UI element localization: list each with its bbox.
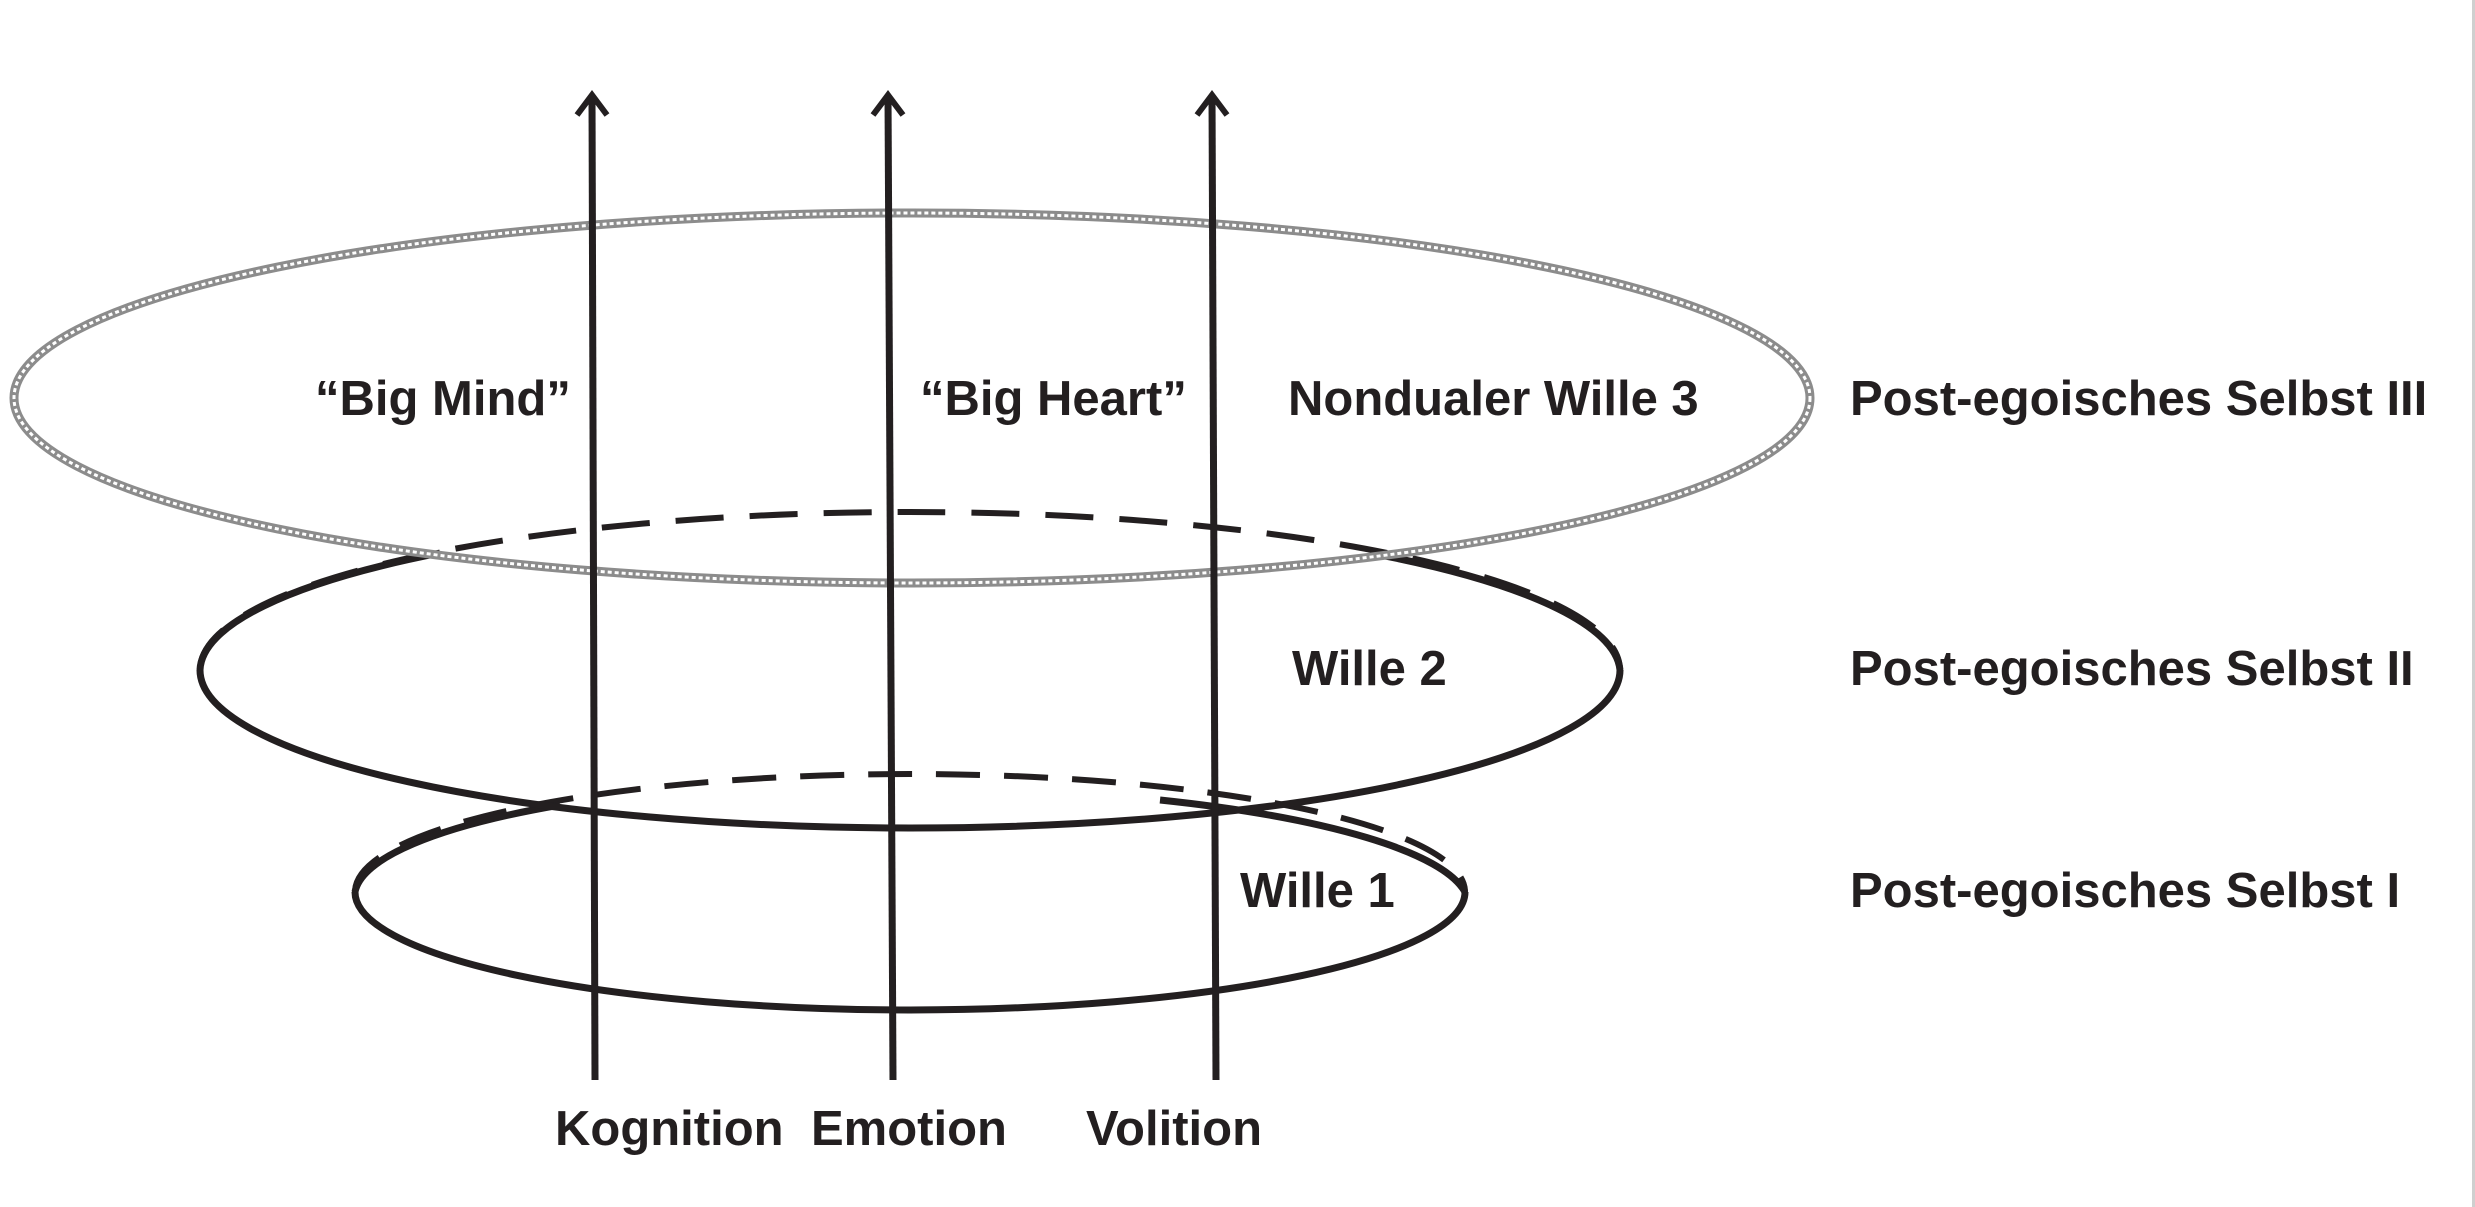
cognition-arrow-shaft	[588, 94, 599, 1081]
emotion-arrow	[870, 90, 906, 1081]
cognition-arrow	[574, 90, 610, 1081]
level-2-ring	[196, 509, 1624, 832]
level-1-ring	[351, 771, 1469, 1014]
cognition-arrow-head	[574, 90, 610, 117]
nondual-will-label: Nondualer Wille 3	[1288, 372, 1699, 426]
level-1-ring-front	[351, 891, 1469, 1014]
level-3-ring-inner	[12, 211, 1812, 585]
volition-arrow-shaft	[1208, 94, 1220, 1081]
emotion-arrow-head	[870, 90, 906, 117]
level-1-ring-back	[352, 771, 1468, 893]
level-2-ring-side-right	[1369, 549, 1624, 671]
big-heart-label: “Big Heart”	[920, 372, 1187, 426]
volition-axis-label: Volition	[1086, 1102, 1262, 1156]
will-2-label: Wille 2	[1292, 642, 1447, 696]
self-level-2-label: Post-egoisches Selbst II	[1850, 642, 2414, 696]
volition-arrow	[1194, 90, 1230, 1081]
will-1-label: Wille 1	[1240, 864, 1395, 918]
level-2-ring-side-left	[196, 549, 441, 671]
big-mind-label: “Big Mind”	[315, 372, 571, 426]
level-3-ring	[9, 208, 1815, 588]
emotion-arrow-shaft	[884, 94, 897, 1081]
page-edge	[2472, 0, 2475, 1207]
level-2-ring-front	[196, 669, 1624, 832]
emotion-axis-label: Emotion	[811, 1102, 1007, 1156]
volition-arrow-head	[1194, 90, 1230, 117]
cognition-axis-label: Kognition	[555, 1102, 784, 1156]
self-level-3-label: Post-egoisches Selbst III	[1850, 372, 2427, 426]
level-2-ring-back	[197, 509, 1623, 671]
self-level-1-label: Post-egoisches Selbst I	[1850, 864, 2400, 918]
level-1-ring-side-left	[351, 801, 561, 893]
